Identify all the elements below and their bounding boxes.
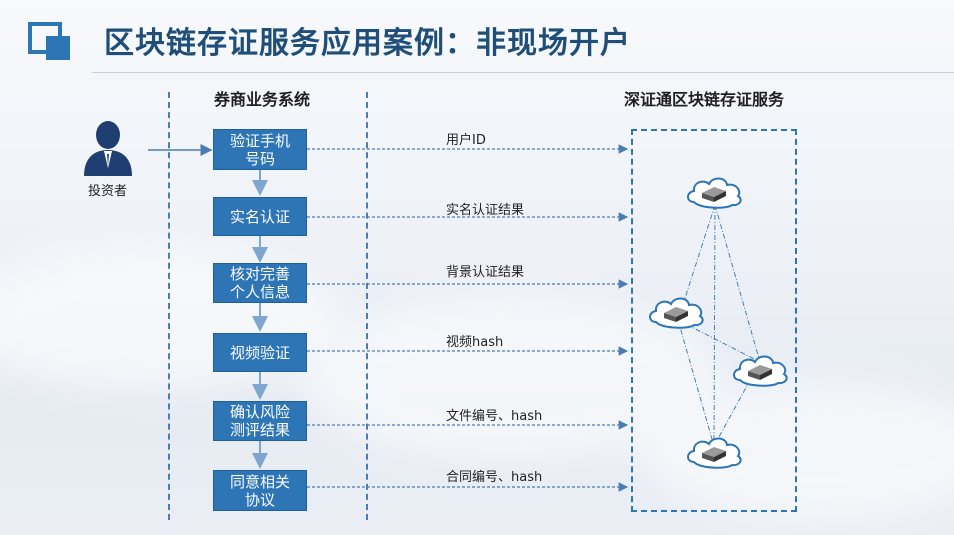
background-cloud: [640, 380, 954, 520]
step-complete-personal-info: 核对完善个人信息: [213, 263, 307, 303]
step-real-name-auth: 实名认证: [213, 197, 307, 236]
step-agree-agreements: 同意相关协议: [213, 470, 307, 511]
flow-label-real-name-result: 实名认证结果: [446, 203, 525, 218]
flow-label-file-hash: 文件编号、hash: [446, 409, 543, 424]
cloud-server-icon: [687, 437, 742, 469]
step-confirm-risk-assessment: 确认风险测评结果: [213, 401, 307, 441]
flow-label-background-result: 背景认证结果: [446, 265, 525, 280]
investor-label: 投资者: [88, 184, 128, 199]
investor-person-icon: [84, 121, 132, 176]
flow-label-contract-hash: 合同编号、hash: [446, 470, 543, 485]
page-title: 区块链存证服务应用案例：非现场开户: [104, 26, 631, 61]
column-header-brokerage: 券商业务系统: [214, 90, 311, 109]
step-video-verification: 视频验证: [213, 333, 307, 372]
blockchain-service-box: [631, 129, 797, 512]
title-divider: [92, 72, 954, 73]
cloud-server-icon: [649, 297, 704, 329]
logo-icon: [28, 22, 70, 60]
flow-label-user-id: 用户ID: [446, 133, 486, 148]
lane-divider-left: [168, 92, 170, 520]
column-header-blockchain-service: 深证通区块链存证服务: [624, 90, 785, 109]
cloud-server-icon: [687, 177, 742, 209]
flow-label-video-hash: 视频hash: [446, 335, 504, 350]
lane-divider-right: [366, 92, 368, 520]
step-verify-phone: 验证手机号码: [213, 129, 307, 170]
cloud-server-icon: [733, 355, 788, 387]
